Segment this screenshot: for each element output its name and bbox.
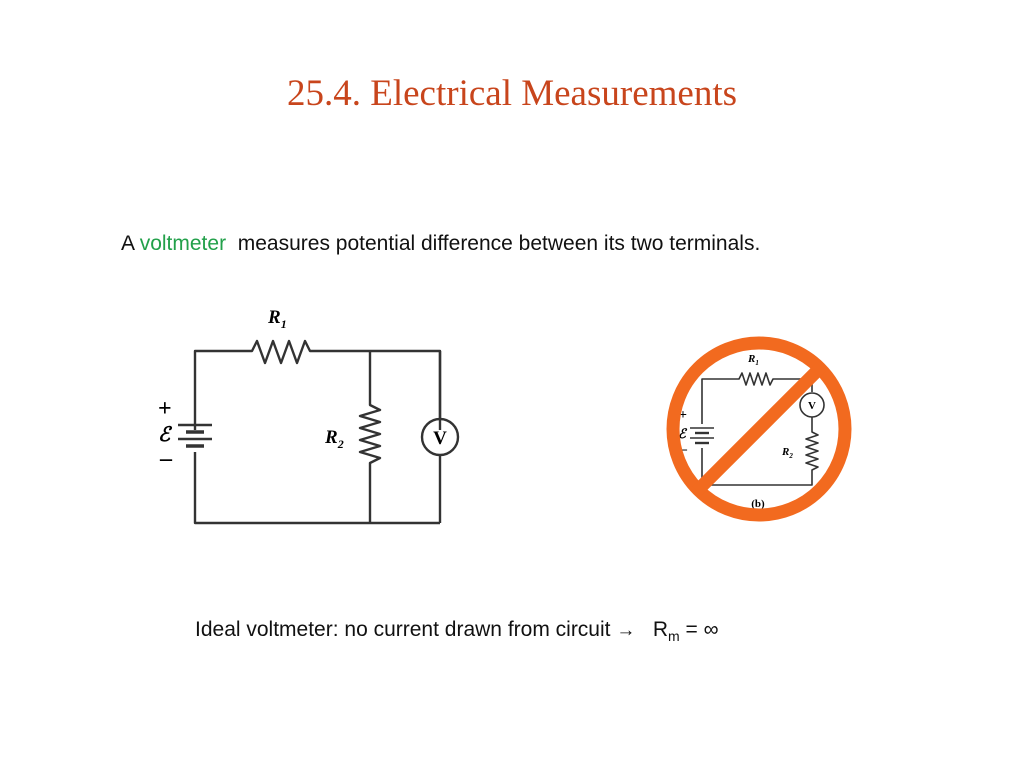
circuit-a-emf-label: ℰ (158, 424, 173, 446)
statement-prefix: A (121, 232, 134, 255)
circuit-a-meter-label: V (433, 428, 447, 449)
circuit-b-top-wire (701, 372, 813, 424)
circuit-b-r2-resistor (701, 417, 819, 486)
circuit-b-r1-label: R1 (747, 353, 759, 367)
circuit-a-minus-sign: – (159, 446, 173, 472)
circuit-a-bottom-wire (193, 452, 440, 525)
circuit-b-meter-label: V (808, 400, 816, 412)
circuit-b-r2-label: R2 (781, 446, 793, 460)
voltmeter-statement: A voltmeter measures potential differenc… (121, 232, 760, 256)
circuit-b-emf-label: ℰ (678, 426, 688, 441)
ideal-note-text: Ideal voltmeter: no current drawn from c… (195, 618, 611, 641)
meter-resistance-symbol: R (652, 618, 669, 641)
voltmeter-term: voltmeter (139, 232, 227, 255)
prohibition-sign (666, 336, 852, 522)
circuit-a-battery (178, 423, 212, 448)
ideal-voltmeter-note: Ideal voltmeter: no current drawn from c… (195, 618, 719, 644)
circuit-a-top-wire (193, 339, 442, 430)
circuit-b-minus-sign: – (679, 442, 688, 457)
statement-rest: measures potential difference between it… (237, 232, 761, 255)
circuit-a-r2-resistor (358, 351, 382, 523)
meter-resistance-value: = ∞ (685, 618, 719, 641)
arrow-icon: → (616, 620, 636, 641)
circuit-b-battery (690, 427, 714, 445)
circuit-a-r2-label: R2 (324, 427, 344, 451)
circuit-b-plus-sign: + (679, 408, 687, 423)
circuit-a-r1-label: R1 (267, 307, 287, 331)
slide-title: 25.4. Electrical Measurements (287, 73, 737, 114)
meter-resistance-subscript: m (668, 628, 680, 644)
circuit-a-plus-sign: + (158, 396, 172, 422)
circuit-b-caption: (b) (751, 498, 765, 510)
